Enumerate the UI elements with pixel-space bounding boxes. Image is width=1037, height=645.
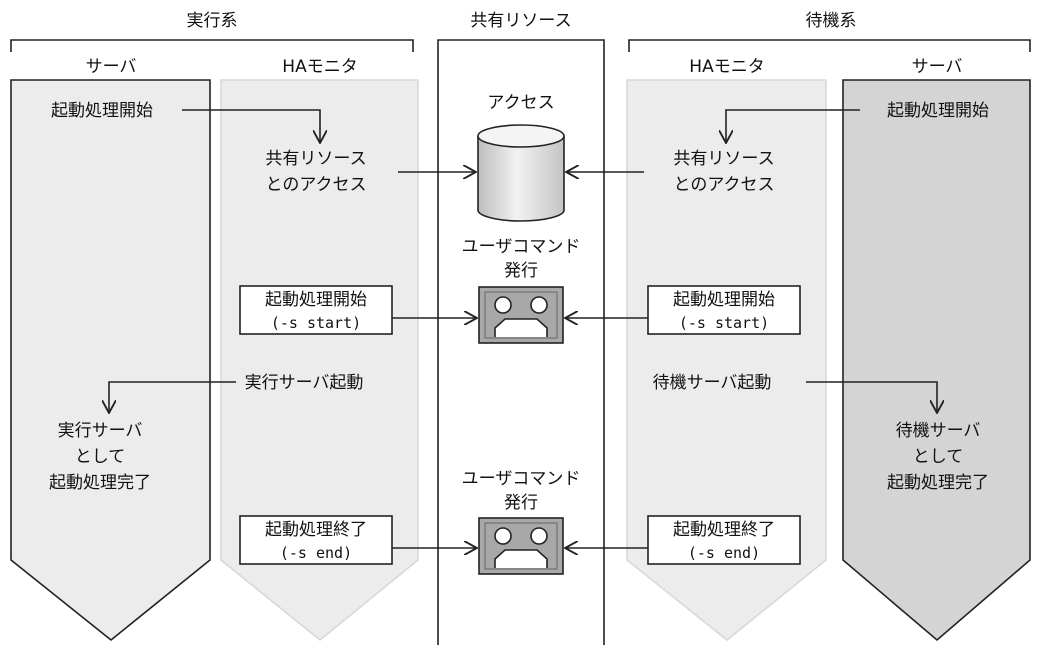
active-ha-access-line1: 共有リソース [265, 149, 366, 169]
standby-ha-access-line2: とのアクセス [674, 175, 775, 195]
active-cmd-end-line1: 起動処理終了 [265, 520, 367, 540]
active-server-header: サーバ [86, 57, 137, 77]
standby-ha-lane [626, 79, 827, 642]
usercmd2-label-line2: 発行 [504, 493, 538, 513]
usercmd2-icon [478, 517, 564, 575]
active-cmd-start-box [239, 285, 393, 335]
active-ha-lane [220, 79, 419, 642]
active-cmd-end-box [239, 515, 393, 565]
standby-start-arrow [726, 109, 860, 143]
active-server-lane [10, 79, 211, 642]
standby-server-lane [842, 79, 1031, 642]
shared-group-title: 共有リソース [470, 11, 571, 31]
active-group-bracket [10, 39, 414, 52]
standby-cmd-start-line2: (-s start) [679, 314, 769, 332]
standby-group-title: 待機系 [806, 11, 857, 31]
standby-ha-access-line1: 共有リソース [673, 149, 774, 169]
active-complete-line1: 実行サーバ [58, 421, 143, 441]
active-ha-header: HAモニタ [282, 57, 357, 77]
standby-boot-arrow [806, 381, 937, 413]
active-server-start-label: 起動処理開始 [51, 101, 153, 121]
active-complete-line3: 起動処理完了 [49, 473, 151, 493]
shared-resource-column [437, 39, 605, 645]
standby-boot-label: 待機サーバ起動 [653, 373, 772, 393]
active-start-arrow [182, 109, 320, 143]
active-boot-arrow [109, 381, 236, 413]
usercmd1-label-line2: 発行 [504, 261, 538, 281]
standby-cmd-end-line1: 起動処理終了 [673, 520, 775, 540]
usercmd1-label-line1: ユーザコマンド [462, 237, 581, 257]
standby-complete-line1: 待機サーバ [896, 421, 981, 441]
standby-cmd-start-line1: 起動処理開始 [673, 290, 775, 310]
standby-server-start-label: 起動処理開始 [887, 101, 989, 121]
active-ha-access-line2: とのアクセス [266, 175, 367, 195]
shared-disk-icon [477, 124, 565, 222]
usercmd2-label-line1: ユーザコマンド [462, 469, 581, 489]
standby-group-bracket [628, 39, 1031, 52]
usercmd1-icon [478, 286, 564, 344]
active-boot-label: 実行サーバ起動 [245, 373, 364, 393]
standby-ha-header: HAモニタ [689, 57, 764, 77]
standby-complete-line3: 起動処理完了 [887, 473, 989, 493]
active-complete-line2: として [75, 447, 126, 467]
standby-cmd-end-box [647, 515, 801, 565]
standby-server-header: サーバ [912, 57, 963, 77]
active-cmd-end-line2: (-s end) [280, 544, 352, 562]
disk-access-label: アクセス [487, 93, 554, 113]
standby-complete-line2: として [913, 447, 964, 467]
active-group-title: 実行系 [187, 11, 238, 31]
active-cmd-start-line2: (-s start) [271, 314, 361, 332]
standby-cmd-end-line2: (-s end) [688, 544, 760, 562]
active-cmd-start-line1: 起動処理開始 [265, 290, 367, 310]
standby-cmd-start-box [647, 285, 801, 335]
